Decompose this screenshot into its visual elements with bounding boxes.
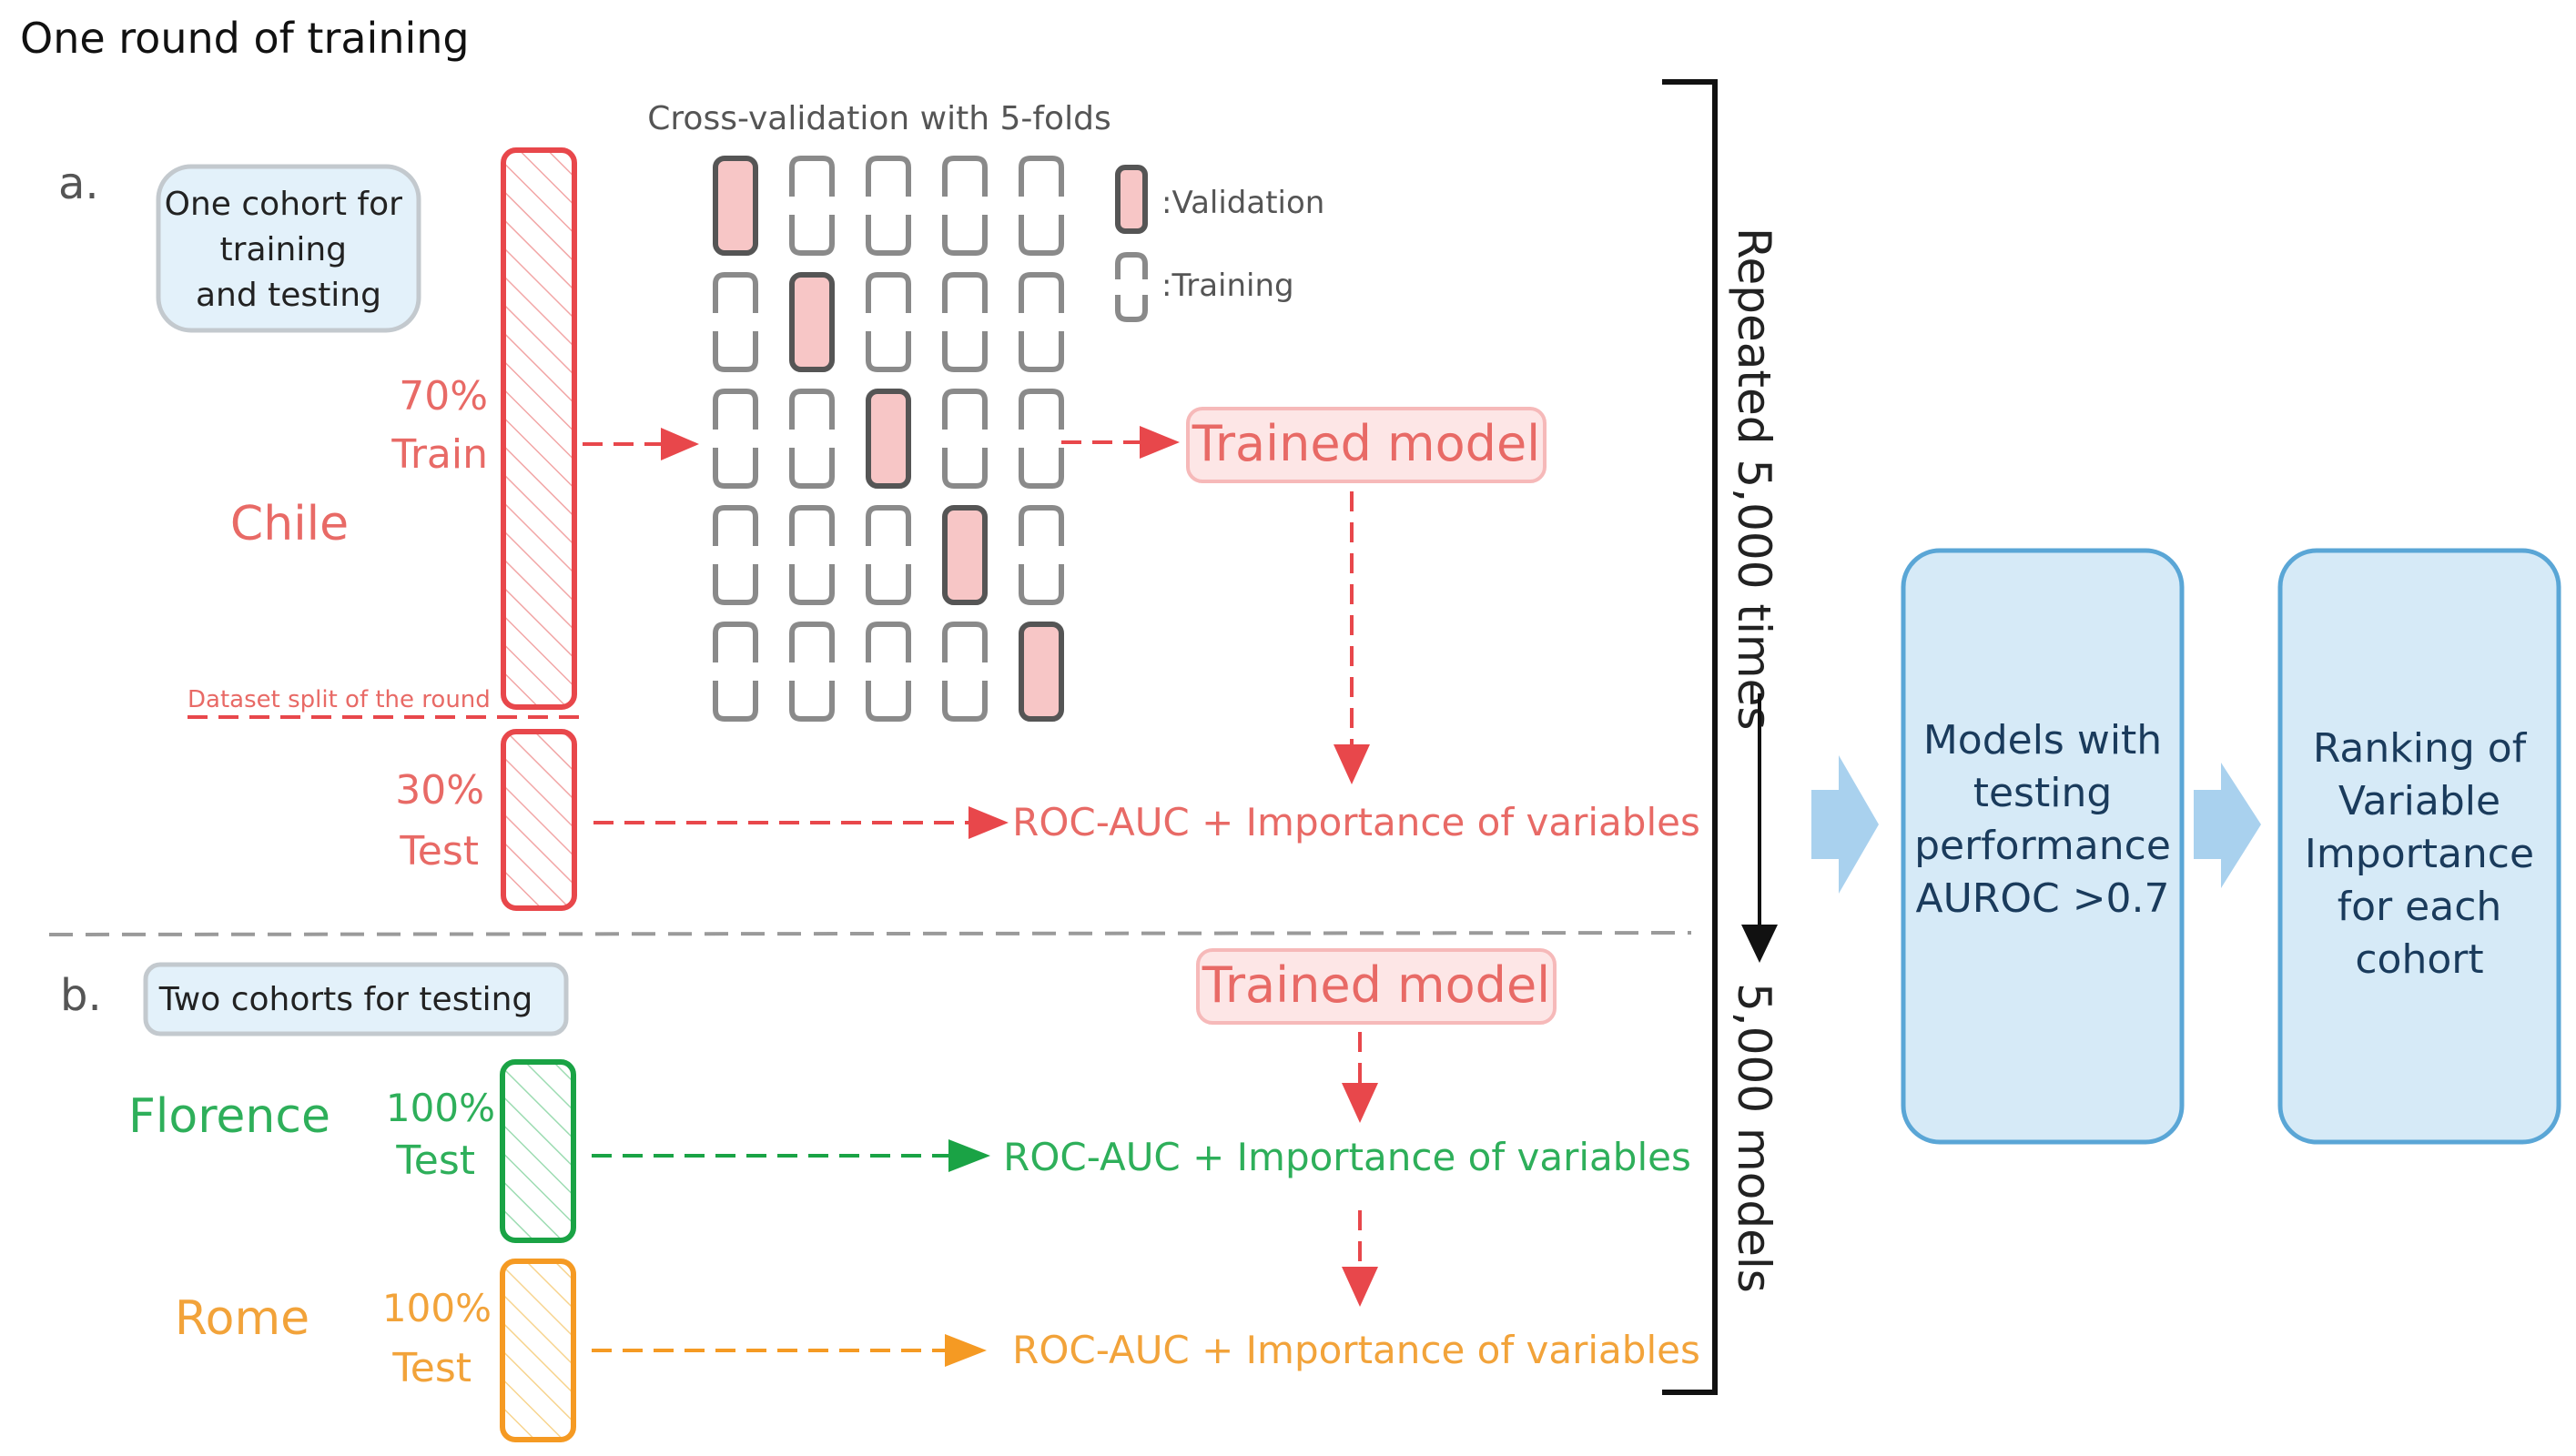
section-b-cohort-label: Two cohorts for testing <box>158 981 532 1018</box>
test-pct: 30% <box>395 767 484 814</box>
cv-training-block <box>866 272 911 372</box>
trained-model-b-label: Trained model <box>1202 956 1550 1014</box>
ranking-box <box>2277 548 2561 1145</box>
section-a-cohort-box <box>156 164 421 333</box>
models-box <box>1901 548 2185 1145</box>
cv-validation-block <box>713 156 758 256</box>
trained-model-b-box <box>1196 948 1557 1025</box>
repeat-bottom-label: 5,000 models <box>1728 983 1780 1293</box>
train-label: Train <box>390 431 488 478</box>
arrowhead-cv-to-model <box>1140 426 1180 459</box>
rome-test-label: Test <box>391 1345 472 1391</box>
section-a-cohort-line-3: and testing <box>196 277 381 314</box>
cv-training-block <box>866 156 911 256</box>
florence-label: Florence <box>128 1089 330 1144</box>
arrowhead-model-to-result-a <box>1334 744 1370 784</box>
cv-training-block <box>789 505 835 605</box>
test-bar <box>501 729 577 911</box>
rome-pct: 100% <box>382 1286 492 1330</box>
dataset-split-label: Dataset split of the round <box>188 686 491 713</box>
section-b-letter: b. <box>60 970 102 1021</box>
cv-title: Cross-validation with 5-folds <box>647 100 1111 137</box>
models-box-line-2: testing <box>1973 770 2113 816</box>
arrowhead-model-to-florence <box>1342 1083 1378 1123</box>
legend-validation-swatch <box>1115 165 1148 234</box>
cv-training-block <box>1019 272 1064 372</box>
trained-model-a-label: Trained model <box>1192 415 1540 472</box>
cv-training-block <box>942 389 988 489</box>
flow-arrow-2 <box>2194 763 2261 888</box>
train-pct: 70% <box>399 373 488 420</box>
repeat-top-label: Repeated 5,000 times <box>1728 228 1780 730</box>
cv-validation-block <box>942 505 988 605</box>
cv-training-block <box>713 389 758 489</box>
florence-pct: 100% <box>386 1086 495 1130</box>
cv-training-block <box>866 505 911 605</box>
arrowhead-rome-to-result <box>945 1334 987 1367</box>
cv-grid <box>713 156 1064 722</box>
ranking-box-line-3: Importance <box>2305 831 2534 877</box>
arrowhead-florence-to-result <box>948 1139 990 1172</box>
ranking-box-line-4: for each <box>2338 884 2502 930</box>
section-b-cohort-box <box>143 962 569 1036</box>
cv-validation-block <box>1019 622 1064 722</box>
cv-validation-block <box>789 272 835 372</box>
cv-validation-block <box>866 389 911 489</box>
ranking-box-line-1: Ranking of <box>2313 725 2528 772</box>
section-a-cohort-label: One cohort for training and testing <box>165 186 413 314</box>
cv-training-block <box>1019 505 1064 605</box>
rome-label: Rome <box>175 1291 309 1346</box>
flow-arrow-1 <box>1811 755 1879 894</box>
arrowhead-florence-to-rome <box>1342 1267 1378 1307</box>
florence-test-label: Test <box>395 1138 475 1184</box>
trained-model-a-box <box>1186 407 1547 483</box>
models-box-line-4: AUROC >0.7 <box>1915 875 2169 922</box>
section-separator <box>48 931 1692 936</box>
legend-training-swatch <box>1115 252 1148 322</box>
cv-training-block <box>789 622 835 722</box>
ranking-box-line-2: Variable <box>2338 778 2500 824</box>
legend-training-label: :Training <box>1161 268 1294 304</box>
chile-label: Chile <box>230 497 349 551</box>
rome-result-label: ROC-AUC + Importance of variables <box>1012 1328 1700 1372</box>
models-box-line-1: Models with <box>1923 717 2162 763</box>
cv-training-block <box>713 505 758 605</box>
repeat-bracket <box>1662 79 1718 1395</box>
ranking-box-line-5: cohort <box>2355 936 2483 983</box>
repeat-down-arrowhead <box>1741 925 1778 963</box>
models-box-line-3: performance <box>1914 823 2171 869</box>
cv-training-block <box>942 156 988 256</box>
cv-training-block <box>713 622 758 722</box>
section-a-letter: a. <box>58 158 99 209</box>
florence-bar <box>500 1059 576 1243</box>
cv-training-block <box>942 272 988 372</box>
cv-training-block <box>1019 389 1064 489</box>
florence-result-label: ROC-AUC + Importance of variables <box>1003 1135 1691 1179</box>
cv-training-block <box>713 272 758 372</box>
arrowhead-train-to-cv <box>661 428 699 460</box>
diagram-title: One round of training <box>20 14 470 63</box>
arrowhead-test-to-result-a <box>969 806 1009 839</box>
section-a-cohort-line-2: training <box>220 231 347 268</box>
cv-training-block <box>942 622 988 722</box>
cv-training-block <box>1019 156 1064 256</box>
section-a-cohort-line-1: One cohort for <box>165 186 402 223</box>
test-label: Test <box>399 828 479 875</box>
cv-training-block <box>866 622 911 722</box>
cv-training-block <box>789 389 835 489</box>
result-a-label: ROC-AUC + Importance of variables <box>1012 800 1700 844</box>
legend-validation-label: :Validation <box>1161 185 1324 221</box>
train-bar <box>501 147 577 710</box>
cv-training-block <box>789 156 835 256</box>
rome-bar <box>500 1259 576 1442</box>
